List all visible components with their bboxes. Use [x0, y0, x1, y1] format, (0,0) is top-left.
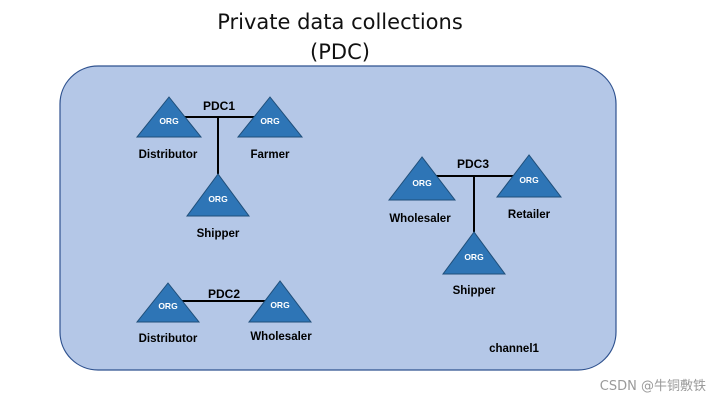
org-node-text: ORG: [208, 194, 228, 204]
org-node-triangle: [135, 96, 203, 138]
org-node-text: ORG: [260, 116, 280, 126]
channel-label: channel1: [489, 343, 539, 355]
org-node-text: ORG: [464, 252, 484, 262]
org-node-triangle: [186, 173, 250, 217]
pdc2-group: PDC2 ORG Distributor ORG Wholesaler: [135, 280, 313, 345]
org-node-text: ORG: [412, 178, 432, 188]
org-label-wholesaler: Wholesaler: [250, 331, 312, 343]
diagram-subtitle: (PDC): [310, 40, 370, 64]
pdc3-group: PDC3 ORG Wholesaler ORG Retailer ORG Shi…: [387, 154, 563, 297]
org-label-shipper: Shipper: [453, 285, 496, 297]
org-node-triangle: [387, 156, 457, 201]
org-node-triangle: [135, 282, 201, 323]
org-node-triangle: [442, 231, 506, 275]
pdc2-label: PDC2: [208, 287, 240, 301]
pdc3-label: PDC3: [457, 157, 489, 171]
org-node-triangle: [495, 154, 563, 198]
pdc1-group: PDC1 ORG Distributor ORG Farmer ORG Ship…: [135, 96, 304, 240]
org-label-distributor: Distributor: [139, 149, 198, 161]
watermark-text: CSDN @牛铜敷铁: [599, 379, 706, 394]
org-node-text: ORG: [159, 116, 179, 126]
org-node-triangle: [236, 96, 304, 138]
org-node-text: ORG: [519, 175, 539, 185]
pdc1-label: PDC1: [203, 99, 235, 113]
org-node-triangle: [247, 280, 313, 323]
org-label-shipper: Shipper: [197, 228, 240, 240]
org-label-retailer: Retailer: [508, 209, 551, 221]
org-label-wholesaler: Wholesaler: [389, 213, 451, 225]
org-node-text: ORG: [270, 300, 290, 310]
org-label-distributor: Distributor: [139, 333, 198, 345]
diagram-title: Private data collections: [217, 10, 463, 34]
org-label-farmer: Farmer: [251, 149, 291, 161]
channel-box: [59, 65, 617, 371]
org-node-text: ORG: [158, 301, 178, 311]
